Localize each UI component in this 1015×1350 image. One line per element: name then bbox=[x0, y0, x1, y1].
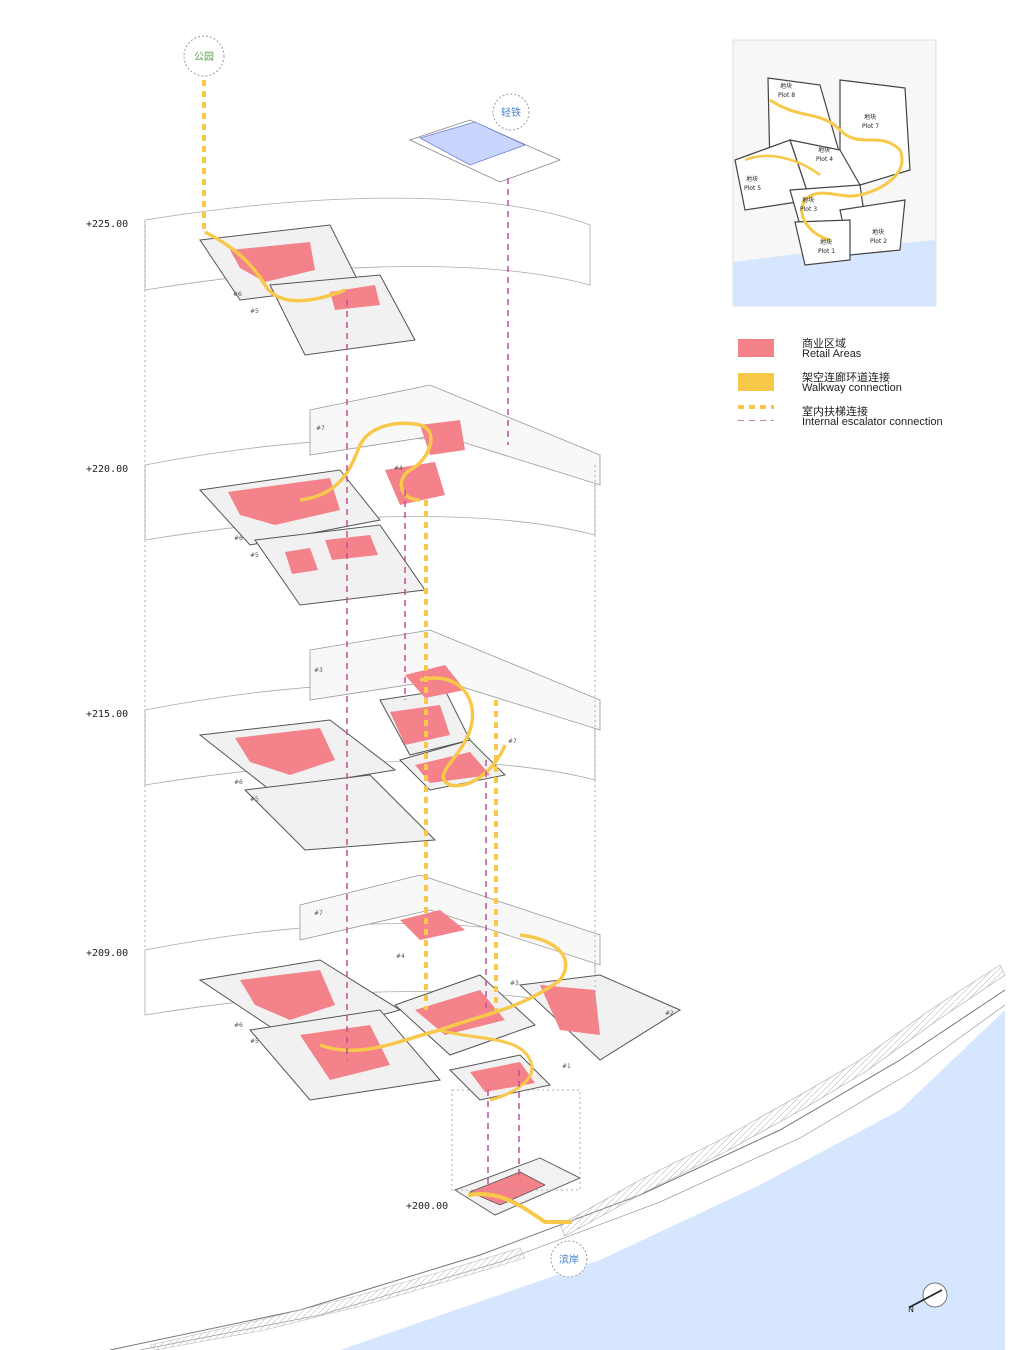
legend-escalator: 室内扶梯连接 Internal escalator connection bbox=[738, 403, 998, 437]
legend: 商业区域 Retail Areas 架空连廊环道连接 Walkway conne… bbox=[738, 335, 998, 437]
svg-text:地块: 地块 bbox=[746, 175, 758, 183]
svg-text:地块: 地块 bbox=[820, 238, 832, 246]
level-225 bbox=[144, 197, 591, 356]
svg-text:#5: #5 bbox=[250, 1038, 259, 1045]
svg-text:Plot 8: Plot 8 bbox=[778, 92, 795, 99]
promenade-west bbox=[149, 1247, 526, 1350]
svg-text:Plot 7: Plot 7 bbox=[862, 123, 879, 130]
svg-text:Plot 1: Plot 1 bbox=[818, 248, 835, 255]
svg-text:#3: #3 bbox=[314, 667, 323, 674]
svg-text:#7: #7 bbox=[314, 910, 323, 917]
elevation-225: +225.00 bbox=[86, 219, 129, 230]
level-209 bbox=[144, 874, 682, 1102]
legend-retail-en: Retail Areas bbox=[802, 348, 862, 360]
svg-text:#1: #1 bbox=[562, 1063, 571, 1070]
river-water bbox=[340, 1010, 1005, 1350]
retail-swatch bbox=[738, 339, 774, 357]
svg-text:Plot 4: Plot 4 bbox=[816, 156, 833, 163]
elevation-220: +220.00 bbox=[86, 464, 129, 475]
svg-text:#5: #5 bbox=[250, 308, 259, 315]
svg-text:#7: #7 bbox=[316, 425, 325, 432]
north-arrow: N bbox=[908, 1282, 948, 1314]
elevation-215: +215.00 bbox=[86, 709, 129, 720]
svg-text:地块: 地块 bbox=[872, 228, 884, 236]
legend-retail-zh: 商业区域 bbox=[802, 338, 846, 350]
svg-text:地块: 地块 bbox=[818, 146, 830, 154]
svg-text:公园: 公园 bbox=[194, 51, 214, 63]
svg-text:#5: #5 bbox=[250, 796, 259, 803]
legend-walkway: 架空连廊环道连接 Walkway connection bbox=[738, 369, 998, 403]
legend-walkway-zh: 架空连廊环道连接 bbox=[802, 372, 890, 384]
svg-text:#7: #7 bbox=[508, 738, 517, 745]
legend-retail: 商业区域 Retail Areas bbox=[738, 335, 998, 369]
waterfront-label: 滨岸 bbox=[550, 1240, 588, 1278]
elevation-209: +209.00 bbox=[86, 948, 129, 959]
svg-text:地块: 地块 bbox=[780, 82, 792, 90]
level-200 bbox=[451, 1089, 582, 1224]
level-220 bbox=[144, 384, 601, 606]
light-rail-station bbox=[408, 119, 562, 183]
svg-text:滨岸: 滨岸 bbox=[559, 1253, 579, 1266]
legend-walkway-en: Walkway connection bbox=[802, 382, 902, 394]
svg-text:地块: 地块 bbox=[864, 113, 876, 121]
walkway-swatch bbox=[738, 373, 774, 391]
svg-text:Plot 3: Plot 3 bbox=[800, 206, 817, 213]
level-215 bbox=[144, 629, 601, 851]
svg-text:#6: #6 bbox=[233, 291, 242, 298]
svg-text:#4: #4 bbox=[396, 953, 405, 960]
svg-text:#3: #3 bbox=[510, 980, 519, 987]
svg-text:#6: #6 bbox=[234, 535, 243, 542]
connectors bbox=[144, 80, 596, 1185]
svg-text:地块: 地块 bbox=[802, 196, 814, 204]
park-label: 公园 bbox=[183, 35, 225, 77]
svg-text:Plot 5: Plot 5 bbox=[744, 185, 761, 192]
svg-text:#5: #5 bbox=[250, 552, 259, 559]
svg-text:轻铁: 轻铁 bbox=[501, 106, 521, 119]
legend-escalator-zh: 室内扶梯连接 bbox=[802, 406, 868, 418]
legend-escalator-en: Internal escalator connection bbox=[802, 416, 943, 428]
key-plan: 地块 Plot 8 地块 Plot 7 地块 Plot 4 地块 Plot 5 … bbox=[732, 39, 937, 307]
elevation-200: +200.00 bbox=[406, 1201, 449, 1212]
light-rail-label: 轻铁 bbox=[492, 93, 530, 131]
svg-text:N: N bbox=[908, 1305, 914, 1314]
level-tags: #6 #5 #7 #4 #6 #5 #3 #7 #6 #5 #7 #4 #3 #… bbox=[233, 291, 674, 1070]
escalator-swatch bbox=[738, 405, 774, 421]
svg-text:#6: #6 bbox=[234, 779, 243, 786]
promenade bbox=[559, 964, 1006, 1237]
svg-text:#6: #6 bbox=[234, 1022, 243, 1029]
svg-text:#4: #4 bbox=[394, 465, 403, 472]
svg-text:#2: #2 bbox=[665, 1010, 674, 1017]
svg-text:Plot 2: Plot 2 bbox=[870, 238, 887, 245]
